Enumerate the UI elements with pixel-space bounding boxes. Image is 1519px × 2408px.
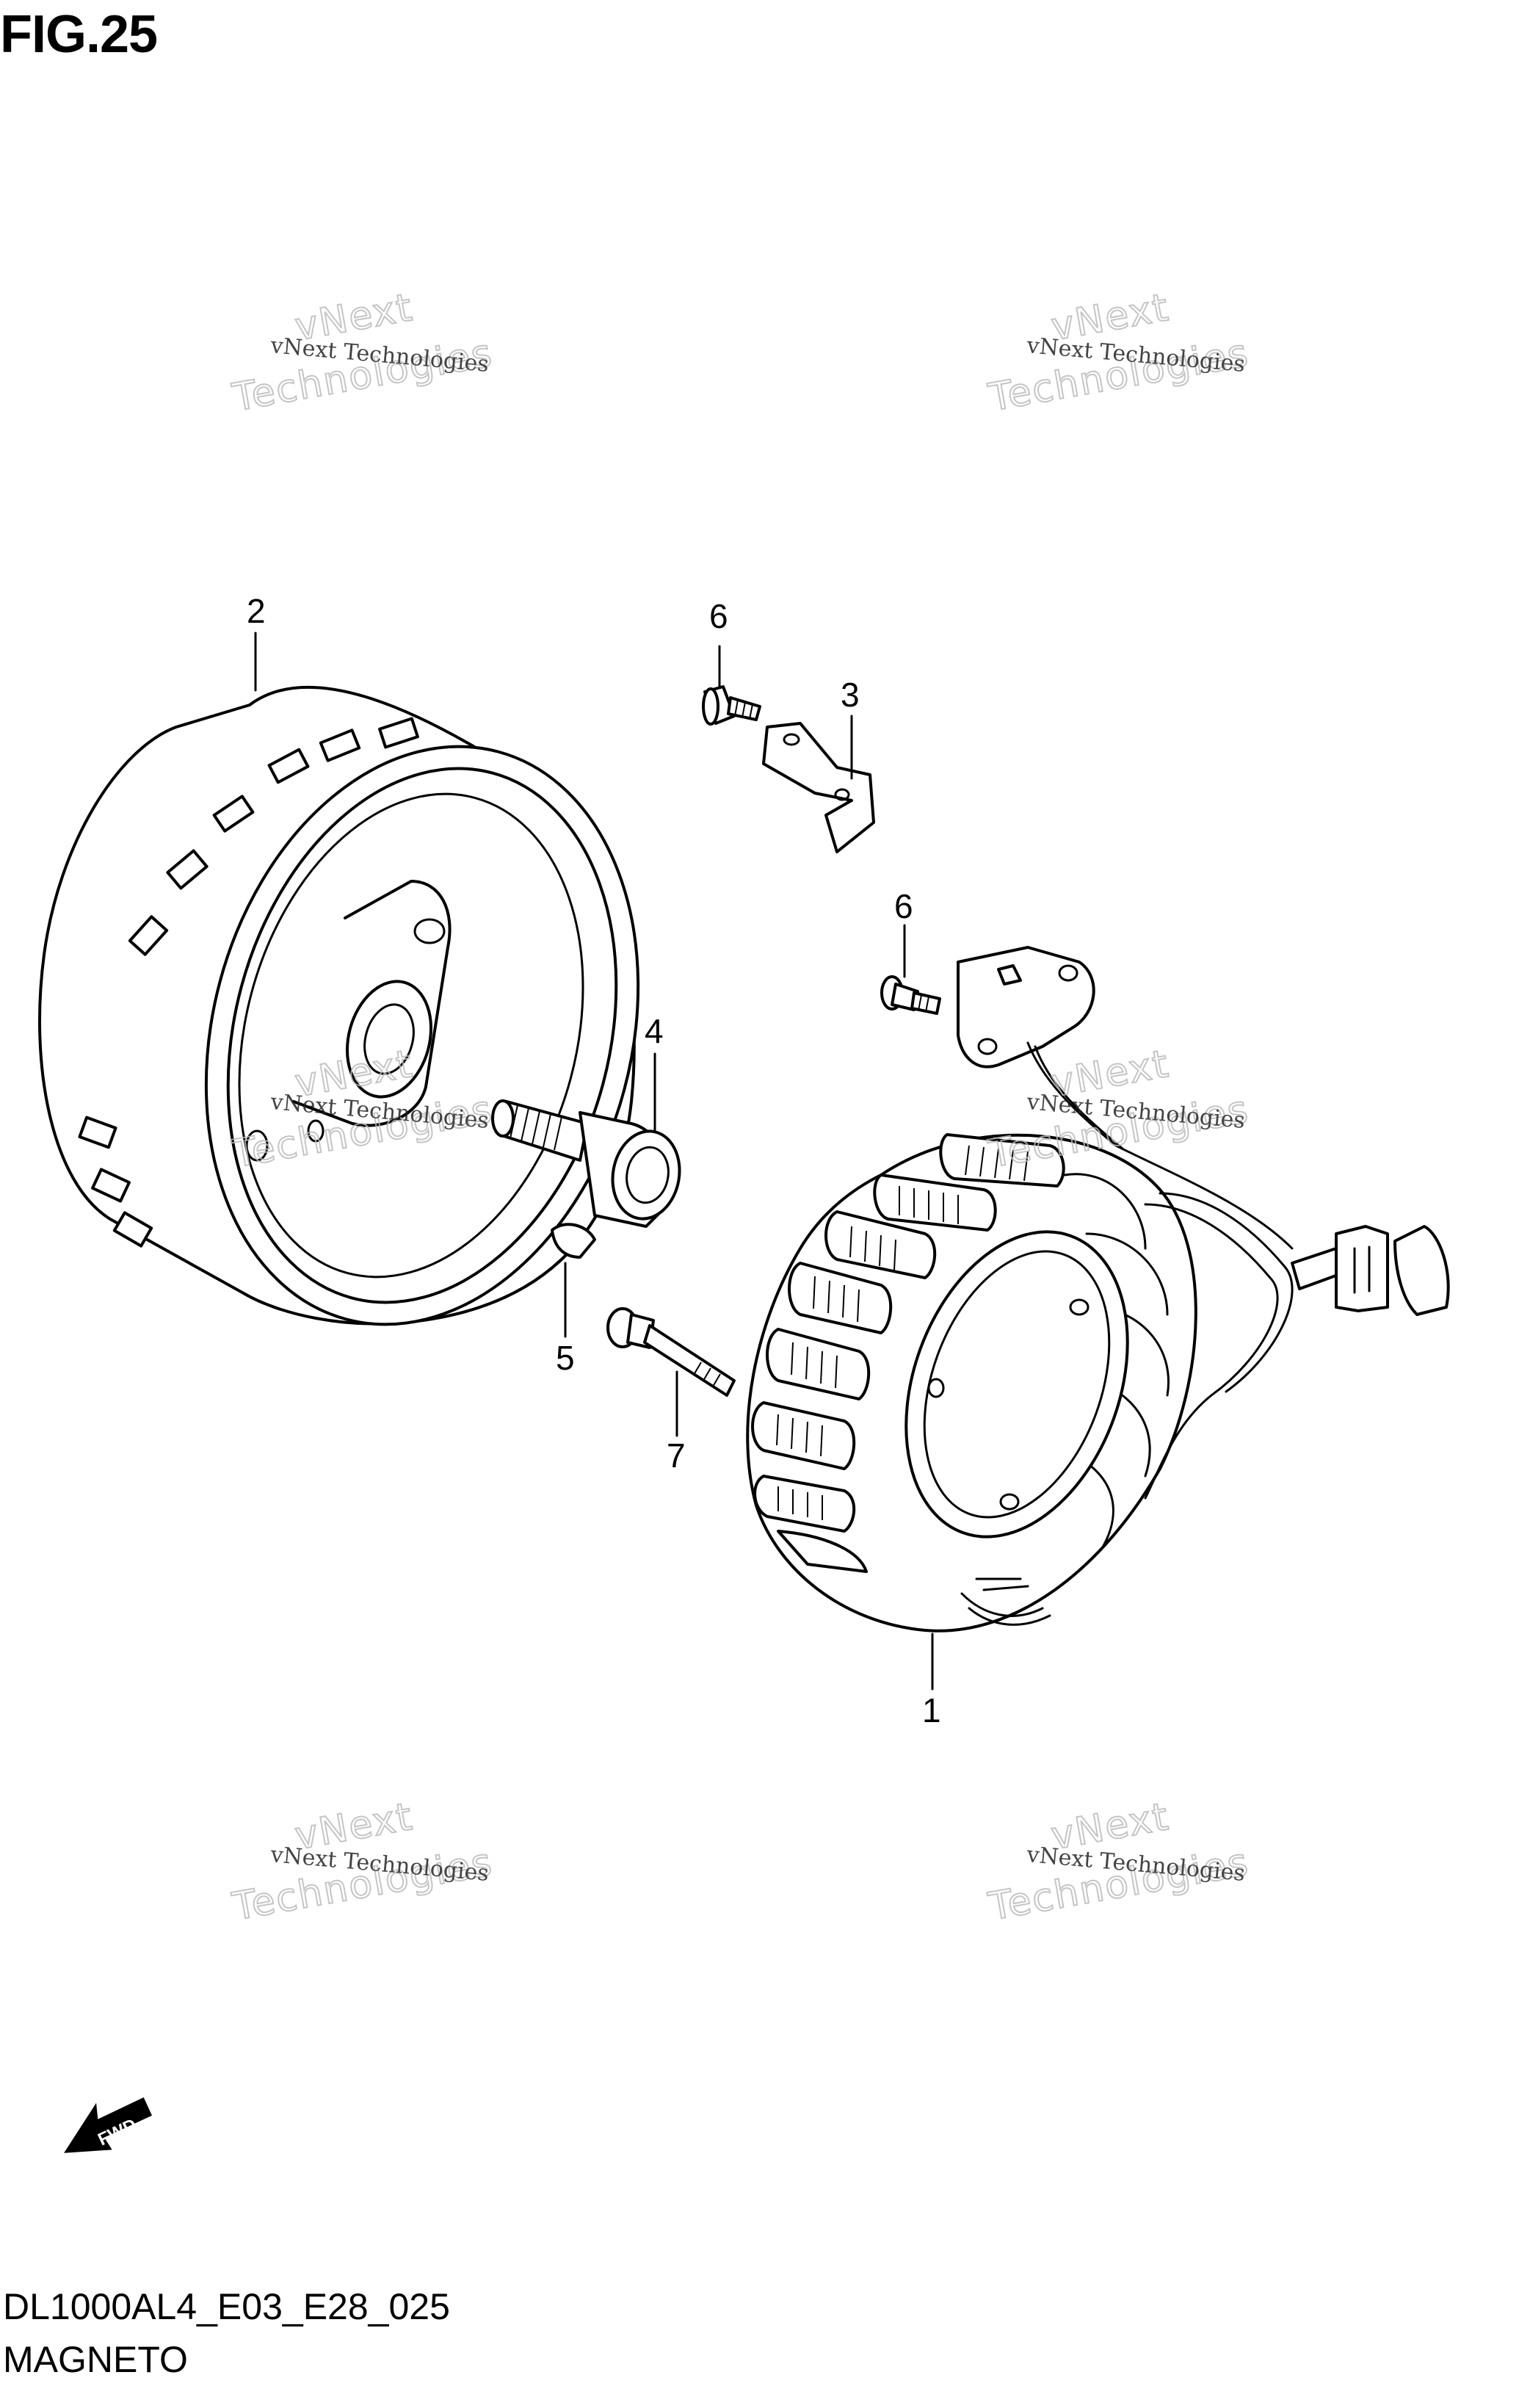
callout-3: 3	[841, 676, 860, 714]
stator-bolt	[606, 1307, 736, 1397]
stator-bracket	[762, 722, 875, 853]
callout-5: 5	[556, 1339, 575, 1377]
stator-coil	[746, 1133, 1197, 1633]
callout-4: 4	[645, 1012, 664, 1050]
rotor-bolt	[491, 1099, 681, 1228]
stator-coil-windings	[751, 1133, 1065, 1573]
callout-7: 7	[667, 1436, 686, 1475]
bracket-screw	[702, 685, 761, 726]
leader-lines	[254, 632, 934, 1691]
fwd-arrow: FWD	[64, 2097, 152, 2153]
rotor-rim-slots	[78, 717, 419, 1248]
callout-6-top: 6	[709, 597, 728, 635]
woodruff-key	[551, 1223, 596, 1259]
diagram-name: MAGNETO	[3, 2339, 188, 2380]
sensor-screw	[880, 975, 941, 1015]
callout-1: 1	[922, 1691, 941, 1729]
diagram-code: DL1000AL4_E03_E28_025	[3, 2286, 450, 2327]
watermarks: vNext Technologies vNext Technologies vN…	[228, 285, 1253, 1931]
callout-2: 2	[247, 592, 266, 630]
figure-title: FIG.25	[0, 5, 158, 64]
callout-6-sensor: 6	[894, 887, 913, 925]
pickup-coil-sensor	[957, 946, 1294, 1250]
rotor-flywheel	[38, 685, 640, 1326]
stator-wire-harness	[1144, 1192, 1450, 1500]
